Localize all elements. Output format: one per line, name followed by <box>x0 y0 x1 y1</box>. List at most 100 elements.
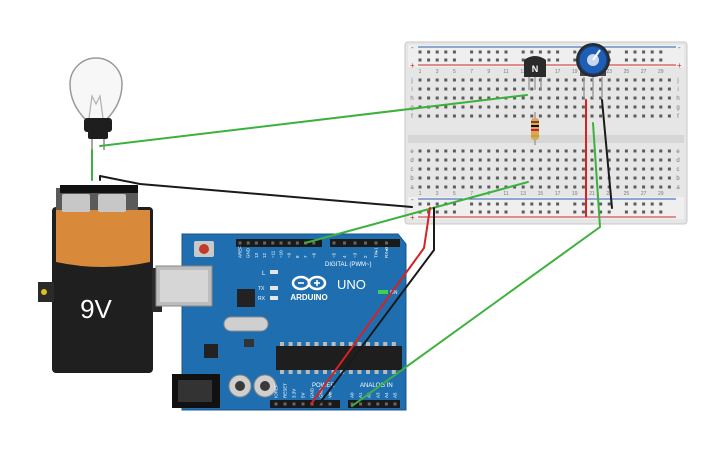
breadboard-hole[interactable] <box>504 167 508 171</box>
breadboard-hole[interactable] <box>633 87 637 91</box>
breadboard-hole[interactable] <box>452 158 456 162</box>
breadboard-hole[interactable] <box>573 114 577 118</box>
breadboard-hole[interactable] <box>461 158 465 162</box>
breadboard-hole[interactable] <box>556 105 560 109</box>
rail-hole[interactable] <box>650 210 654 214</box>
rail-hole[interactable] <box>487 58 491 62</box>
breadboard-hole[interactable] <box>624 167 628 171</box>
rail-hole[interactable] <box>452 202 456 206</box>
breadboard-hole[interactable] <box>624 78 628 82</box>
header-hole[interactable] <box>295 241 299 245</box>
breadboard-hole[interactable] <box>521 176 525 180</box>
breadboard-hole[interactable] <box>616 96 620 100</box>
breadboard-hole[interactable] <box>538 158 542 162</box>
rail-hole[interactable] <box>452 58 456 62</box>
breadboard-hole[interactable] <box>538 176 542 180</box>
breadboard-hole[interactable] <box>461 185 465 189</box>
breadboard-hole[interactable] <box>624 87 628 91</box>
breadboard-hole[interactable] <box>435 87 439 91</box>
breadboard-hole[interactable] <box>478 114 482 118</box>
breadboard-hole[interactable] <box>435 78 439 82</box>
breadboard-hole[interactable] <box>452 87 456 91</box>
breadboard-hole[interactable] <box>650 114 654 118</box>
breadboard-hole[interactable] <box>444 78 448 82</box>
breadboard-hole[interactable] <box>470 96 474 100</box>
breadboard-hole[interactable] <box>599 149 603 153</box>
breadboard-hole[interactable] <box>642 78 646 82</box>
rail-hole[interactable] <box>487 50 491 54</box>
breadboard-hole[interactable] <box>495 114 499 118</box>
wire-5v-to-breadboard[interactable] <box>310 207 431 405</box>
breadboard-hole[interactable] <box>659 158 663 162</box>
rail-hole[interactable] <box>642 202 646 206</box>
header-hole[interactable] <box>367 402 371 406</box>
rail-hole[interactable] <box>607 202 611 206</box>
breadboard-hole[interactable] <box>607 78 611 82</box>
breadboard-hole[interactable] <box>513 78 517 82</box>
rail-hole[interactable] <box>633 210 637 214</box>
breadboard-hole[interactable] <box>418 185 422 189</box>
rail-hole[interactable] <box>659 202 663 206</box>
breadboard-hole[interactable] <box>659 78 663 82</box>
breadboard-hole[interactable] <box>521 149 525 153</box>
rail-hole[interactable] <box>538 210 542 214</box>
breadboard-hole[interactable] <box>452 96 456 100</box>
rail-hole[interactable] <box>650 58 654 62</box>
breadboard-hole[interactable] <box>530 87 534 91</box>
rail-hole[interactable] <box>452 210 456 214</box>
breadboard-hole[interactable] <box>633 78 637 82</box>
rail-hole[interactable] <box>547 50 551 54</box>
breadboard-hole[interactable] <box>564 185 568 189</box>
breadboard-hole[interactable] <box>435 149 439 153</box>
header-hole[interactable] <box>263 241 267 245</box>
rail-hole[interactable] <box>495 50 499 54</box>
breadboard-hole[interactable] <box>547 96 551 100</box>
breadboard-hole[interactable] <box>564 105 568 109</box>
breadboard-hole[interactable] <box>478 176 482 180</box>
breadboard-hole[interactable] <box>633 167 637 171</box>
rail-hole[interactable] <box>547 58 551 62</box>
breadboard-hole[interactable] <box>616 158 620 162</box>
breadboard-hole[interactable] <box>470 149 474 153</box>
rail-hole[interactable] <box>418 58 422 62</box>
breadboard-hole[interactable] <box>435 167 439 171</box>
rail-hole[interactable] <box>470 50 474 54</box>
breadboard-hole[interactable] <box>659 185 663 189</box>
breadboard-hole[interactable] <box>470 158 474 162</box>
breadboard-hole[interactable] <box>633 105 637 109</box>
rail-hole[interactable] <box>642 210 646 214</box>
breadboard-hole[interactable] <box>599 176 603 180</box>
breadboard-hole[interactable] <box>590 96 594 100</box>
breadboard-hole[interactable] <box>607 96 611 100</box>
breadboard-hole[interactable] <box>487 78 491 82</box>
breadboard-hole[interactable] <box>418 87 422 91</box>
header-hole[interactable] <box>328 402 332 406</box>
rail-hole[interactable] <box>581 210 585 214</box>
breadboard-hole[interactable] <box>556 149 560 153</box>
rail-hole[interactable] <box>504 202 508 206</box>
breadboard-hole[interactable] <box>530 158 534 162</box>
rail-hole[interactable] <box>452 50 456 54</box>
breadboard-hole[interactable] <box>538 105 542 109</box>
breadboard-hole[interactable] <box>478 149 482 153</box>
breadboard-hole[interactable] <box>427 176 431 180</box>
breadboard-hole[interactable] <box>667 185 671 189</box>
breadboard-hole[interactable] <box>487 185 491 189</box>
rail-hole[interactable] <box>530 210 534 214</box>
header-hole[interactable] <box>287 241 291 245</box>
breadboard-hole[interactable] <box>538 185 542 189</box>
breadboard-hole[interactable] <box>650 149 654 153</box>
breadboard-hole[interactable] <box>470 105 474 109</box>
rail-hole[interactable] <box>495 210 499 214</box>
breadboard-hole[interactable] <box>564 149 568 153</box>
breadboard-hole[interactable] <box>616 176 620 180</box>
breadboard-hole[interactable] <box>547 87 551 91</box>
breadboard-hole[interactable] <box>504 158 508 162</box>
breadboard-hole[interactable] <box>478 78 482 82</box>
rail-hole[interactable] <box>444 58 448 62</box>
rail-hole[interactable] <box>444 50 448 54</box>
breadboard-hole[interactable] <box>616 87 620 91</box>
rail-hole[interactable] <box>478 58 482 62</box>
breadboard-hole[interactable] <box>487 105 491 109</box>
breadboard-hole[interactable] <box>478 87 482 91</box>
